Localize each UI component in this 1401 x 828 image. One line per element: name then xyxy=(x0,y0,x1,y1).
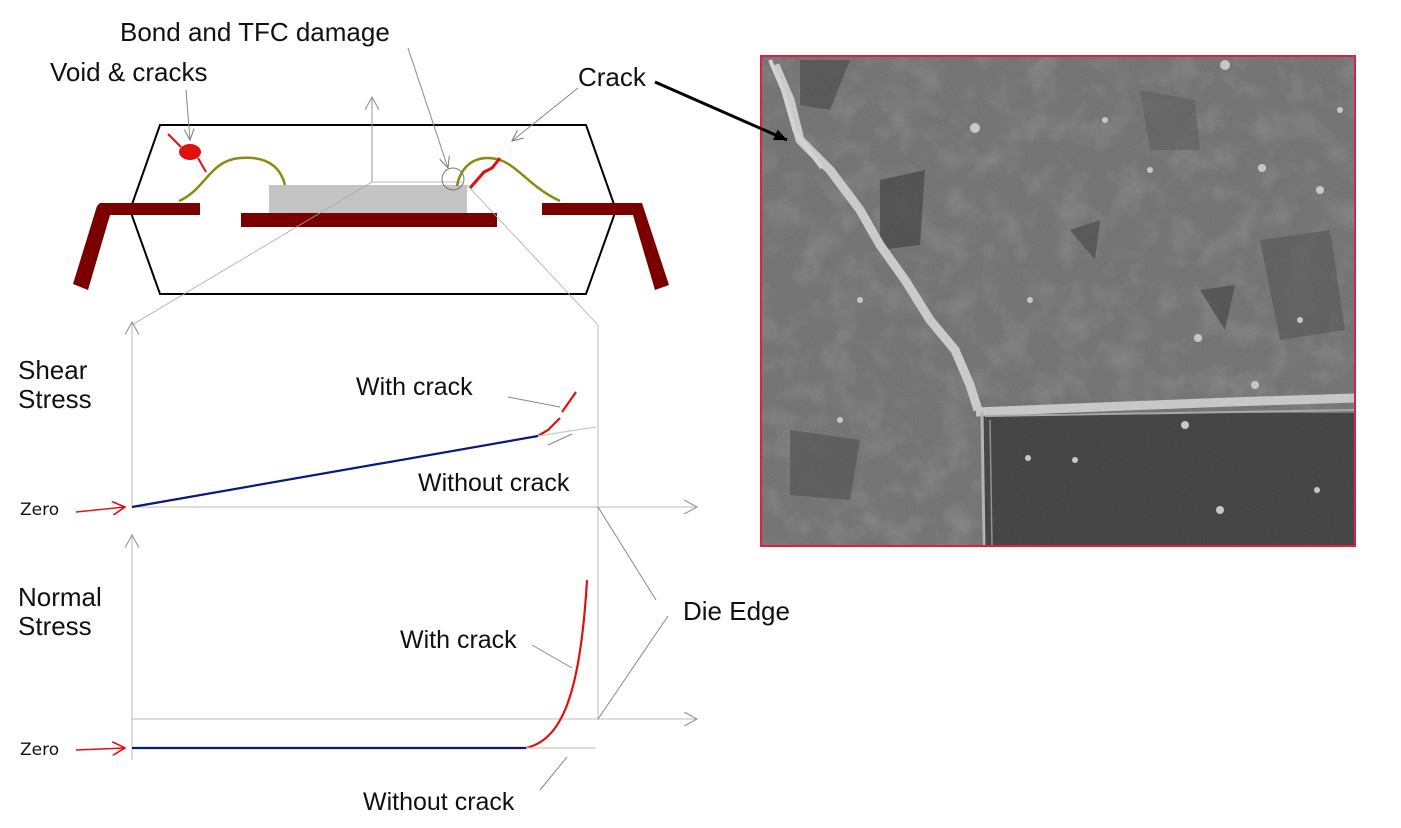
label-die-edge: Die Edge xyxy=(683,598,790,624)
zero-arrow-shear xyxy=(76,507,125,512)
normal-with-crack-leader xyxy=(532,645,572,668)
label-normal-stress-1: Normal xyxy=(18,584,102,610)
label-shear-stress-2: Stress xyxy=(18,386,92,412)
label-with-crack-normal: With crack xyxy=(400,628,517,653)
normal-curve-with-crack xyxy=(526,580,587,748)
void-blob xyxy=(179,144,201,160)
right-lead xyxy=(542,203,669,290)
shear-curve-with-crack xyxy=(538,392,576,436)
label-shear-stress-1: Shear xyxy=(18,357,87,383)
right-bond-wire xyxy=(457,158,560,201)
label-bond-tfc-damage: Bond and TFC damage xyxy=(120,19,390,45)
label-normal-stress-2: Stress xyxy=(18,613,92,639)
label-without-crack-normal: Without crack xyxy=(363,790,514,815)
shear-without-crack-leader xyxy=(548,434,572,445)
bond-crack-mark xyxy=(470,158,500,188)
left-lead xyxy=(73,203,200,290)
label-crack: Crack xyxy=(578,64,646,90)
label-zero-shear: Zero xyxy=(20,502,59,519)
label-without-crack-shear: Without crack xyxy=(418,471,569,496)
crack-leader xyxy=(512,88,578,141)
label-with-crack-shear: With crack xyxy=(356,375,473,400)
void-crack-upper xyxy=(168,134,181,147)
void-crack-lower xyxy=(198,158,206,172)
shear-with-crack-leader xyxy=(508,397,560,407)
label-zero-normal: Zero xyxy=(20,742,59,759)
label-void-cracks: Void & cracks xyxy=(50,59,208,85)
die-paddle xyxy=(241,213,497,227)
die xyxy=(269,185,467,213)
crack-micrograph xyxy=(761,56,1355,546)
void-leader xyxy=(186,90,190,140)
die-edge-leader-upper xyxy=(598,507,656,600)
zero-arrow-normal xyxy=(76,748,125,750)
die-edge-leader-lower xyxy=(598,616,668,719)
normal-without-crack-leader xyxy=(540,757,567,790)
bond-tfc-leader xyxy=(408,48,448,168)
